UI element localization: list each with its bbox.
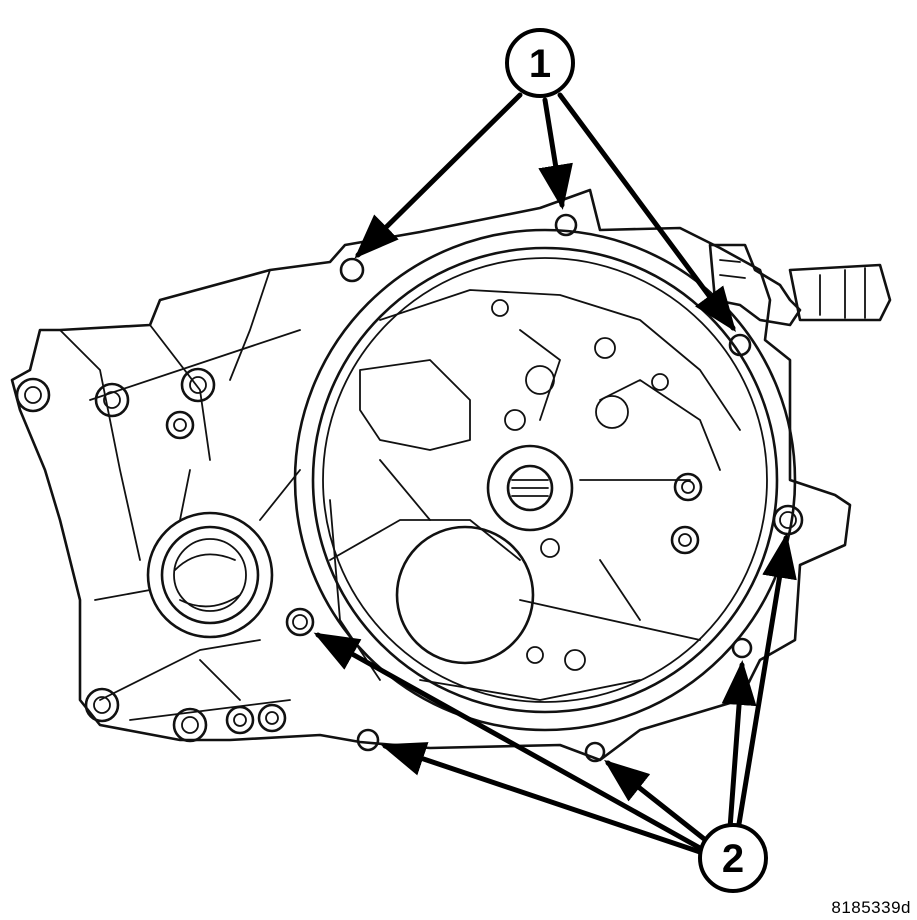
figure-id: 8185339d	[831, 898, 911, 917]
bolt-holes-callout-2	[285, 504, 804, 763]
callout-2-circle	[698, 823, 768, 893]
bolt-holes-callout-1	[339, 213, 752, 357]
callout-1-label: 1	[529, 42, 551, 86]
callout-1: 1	[505, 28, 575, 98]
mounting-bosses-left	[15, 367, 287, 743]
internal-bosses	[491, 299, 703, 671]
callout-1-leaders	[354, 92, 736, 333]
callout-1-circle	[505, 28, 575, 98]
callout-2: 2	[698, 823, 768, 893]
callout-2-label: 2	[722, 837, 744, 881]
left-housing	[10, 188, 852, 762]
axle-seal-bore	[146, 511, 274, 639]
bellhousing	[293, 228, 797, 732]
callout-2-leaders	[313, 533, 797, 855]
input-shaft	[486, 409, 574, 558]
